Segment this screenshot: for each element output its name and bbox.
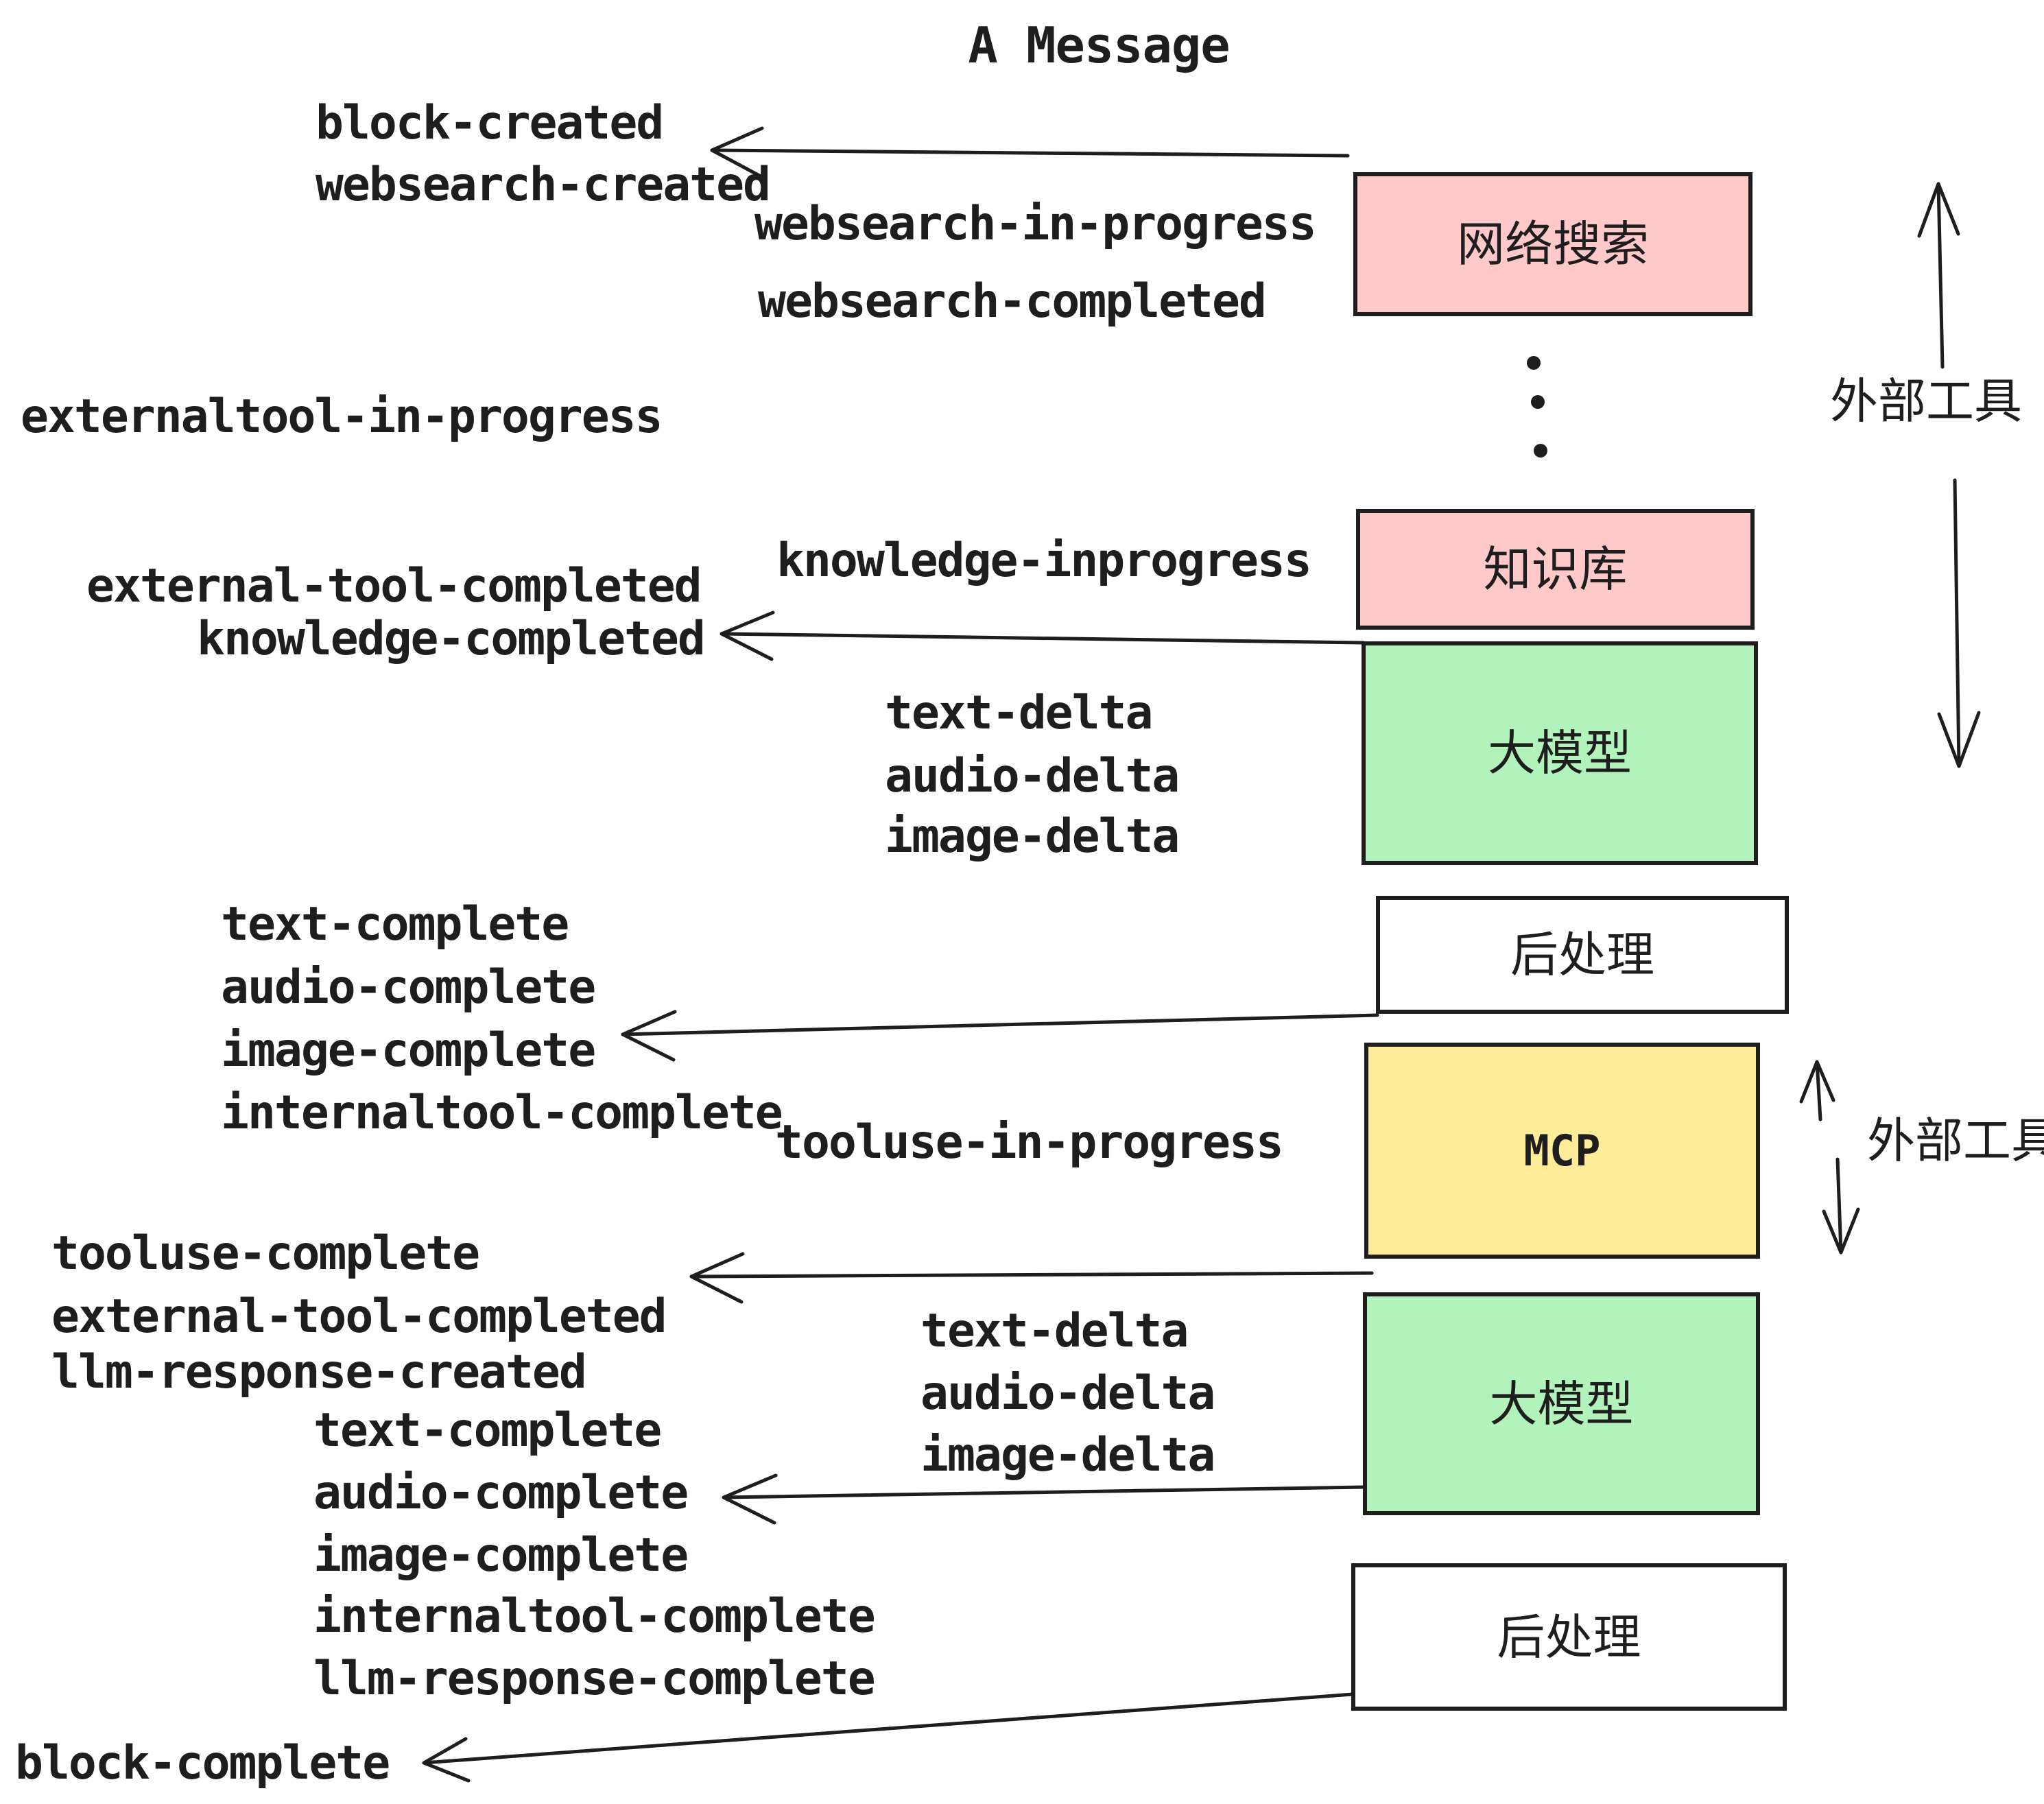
arrow-to-image-complete-line <box>621 1013 1379 1036</box>
event-label-image-complete-bottom: image-complete <box>313 1528 689 1582</box>
event-label-knowledge-inprogress: knowledge-inprogress <box>776 534 1312 588</box>
box-llm-bottom: 大模型 <box>1363 1292 1760 1515</box>
box-llm-top: 大模型 <box>1362 641 1758 865</box>
box-mcp: MCP <box>1364 1043 1760 1259</box>
event-label-tooluse-complete: tooluse-complete <box>51 1226 480 1281</box>
event-label-llm-response-created: llm-response-created <box>51 1345 587 1399</box>
event-label-image-delta-bottom: image-delta <box>920 1428 1215 1482</box>
arrow-to-audio-complete-line <box>722 1485 1366 1499</box>
event-label-text-complete-top: text-complete <box>221 897 569 951</box>
arrow-external-tools-bottom-down-line <box>1835 1157 1843 1255</box>
box-postprocess-bottom-label: 后处理 <box>1497 1609 1641 1665</box>
ellipsis-dot-3 <box>1534 444 1547 458</box>
arrow-to-knowledge-completed-line <box>720 632 1366 645</box>
arrow-to-image-complete-head <box>621 1010 677 1062</box>
arrow-external-tools-top-down-head <box>1937 711 1981 768</box>
event-label-internaltool-complete-top: internaltool-complete <box>221 1086 783 1140</box>
box-knowledge-label: 知识库 <box>1483 541 1628 597</box>
external-tools-label-top: 外部工具 <box>1830 373 2022 429</box>
event-label-external-tool-completed-bottom: external-tool-completed <box>51 1290 667 1344</box>
event-label-text-delta-top: text-delta <box>885 686 1153 740</box>
arrow-to-tooluse-complete-line <box>689 1271 1374 1279</box>
event-label-external-tool-completed-top: external-tool-completed <box>86 559 702 613</box>
event-label-text-complete-bottom: text-complete <box>313 1403 662 1458</box>
ellipsis-dot-2 <box>1531 395 1545 409</box>
box-postprocess-top-label: 后处理 <box>1510 927 1654 983</box>
arrow-external-tools-top-down-line <box>1953 478 1961 768</box>
box-mcp-label: MCP <box>1523 1125 1601 1176</box>
arrow-to-block-created-line <box>710 148 1350 158</box>
ellipsis-dot-1 <box>1527 356 1541 370</box>
event-label-websearch-created: websearch-created <box>316 158 771 212</box>
arrow-to-knowledge-completed-head <box>720 610 775 661</box>
event-label-image-complete-top: image-complete <box>221 1023 596 1078</box>
box-postprocess-top: 后处理 <box>1376 896 1789 1014</box>
event-label-websearch-completed: websearch-completed <box>758 274 1267 329</box>
box-knowledge: 知识库 <box>1356 509 1755 630</box>
arrow-external-tools-top-up-head <box>1917 182 1960 238</box>
event-label-block-complete: block-complete <box>15 1736 390 1790</box>
event-label-audio-complete-bottom: audio-complete <box>313 1466 689 1520</box>
event-label-knowledge-completed: knowledge-completed <box>197 612 706 666</box>
diagram-title: A Message <box>968 16 1230 74</box>
box-postprocess-bottom: 后处理 <box>1351 1563 1787 1711</box>
box-websearch: 网络搜索 <box>1353 172 1752 316</box>
event-label-text-delta-bottom: text-delta <box>920 1304 1189 1358</box>
event-label-audio-complete-top: audio-complete <box>221 960 596 1014</box>
event-label-image-delta-top: image-delta <box>885 809 1180 864</box>
event-label-block-created: block-created <box>316 96 664 150</box>
event-label-websearch-in-progress: websearch-in-progress <box>754 197 1317 251</box>
arrow-external-tools-bottom-up-line <box>1815 1060 1822 1121</box>
arrow-external-tools-bottom-down-head <box>1822 1207 1860 1255</box>
arrow-to-block-complete-head <box>422 1737 471 1783</box>
box-llm-top-label: 大模型 <box>1488 725 1632 781</box>
arrow-external-tools-top-up-line <box>1936 182 1945 369</box>
event-label-internaltool-complete-bottom: internaltool-complete <box>313 1589 876 1643</box>
external-tools-label-bottom: 外部工具 <box>1867 1113 2044 1169</box>
event-label-llm-response-complete: llm-response-complete <box>313 1652 876 1706</box>
event-label-audio-delta-bottom: audio-delta <box>920 1366 1215 1421</box>
box-llm-bottom-label: 大模型 <box>1489 1375 1634 1432</box>
event-label-audio-delta-top: audio-delta <box>885 749 1180 803</box>
box-websearch-label: 网络搜索 <box>1457 216 1649 272</box>
arrow-to-audio-complete-head <box>722 1473 778 1525</box>
event-label-tooluse-in-progress: tooluse-in-progress <box>775 1115 1284 1170</box>
event-label-externaltool-in-progress: externaltool-in-progress <box>21 390 663 444</box>
arrow-to-tooluse-complete-head <box>689 1252 745 1304</box>
arrow-external-tools-bottom-up-head <box>1799 1060 1835 1104</box>
